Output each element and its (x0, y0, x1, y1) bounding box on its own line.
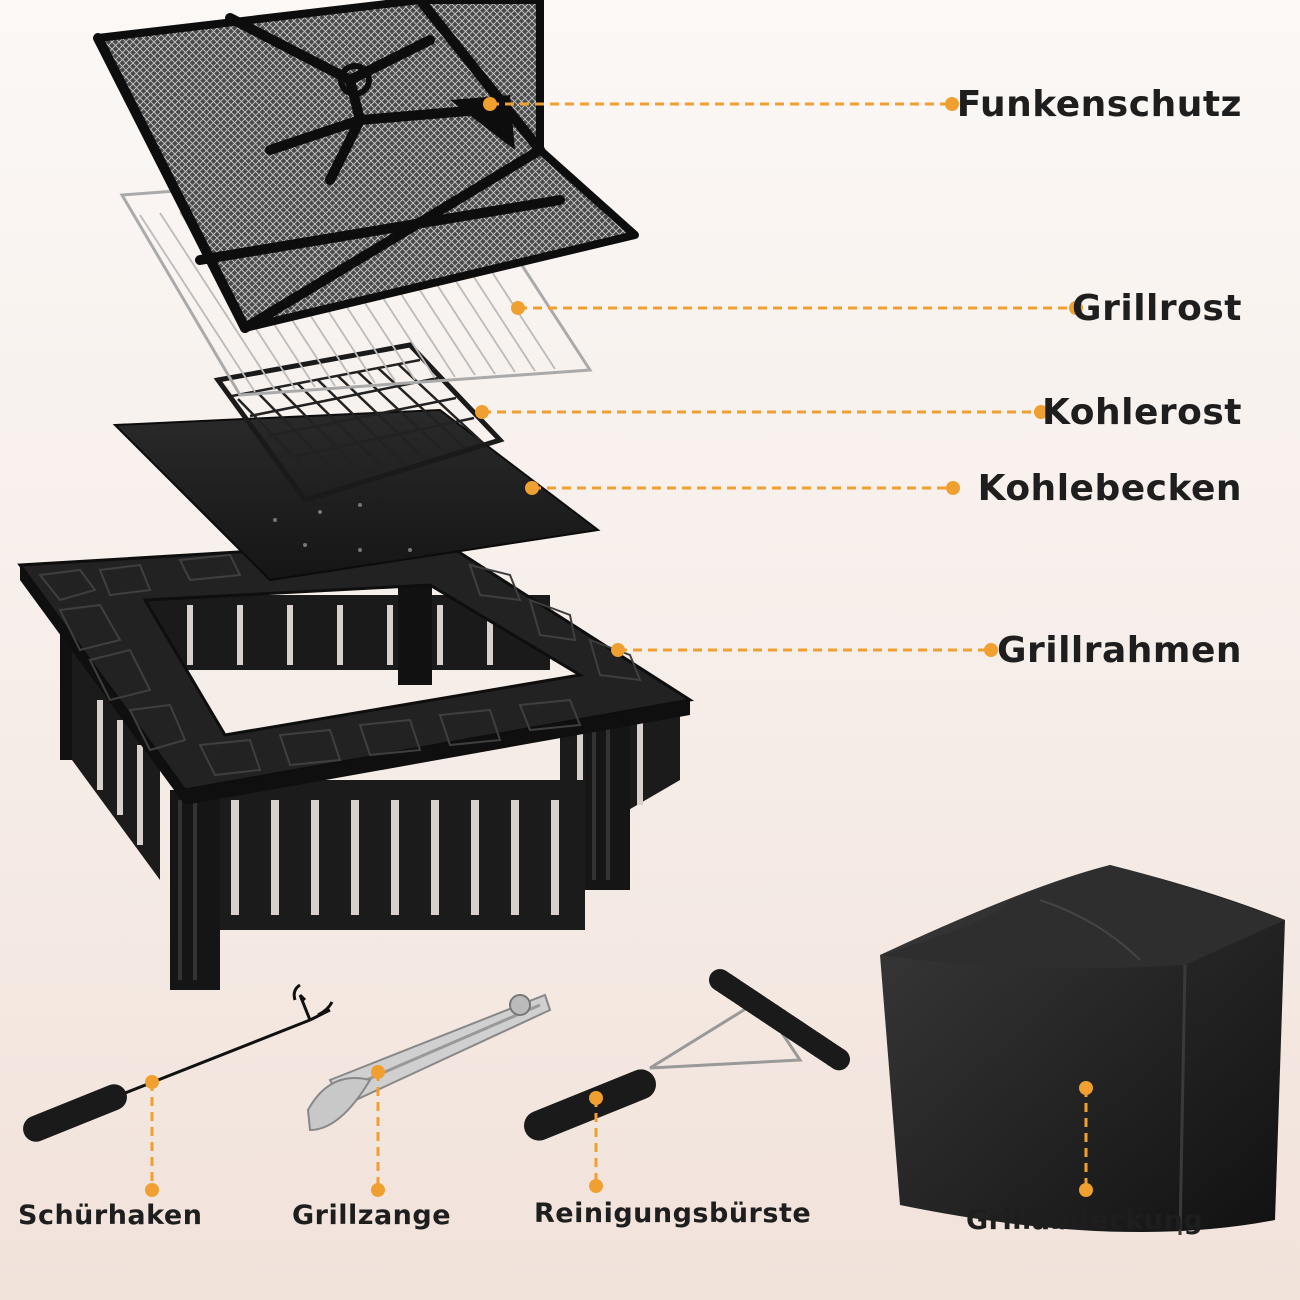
grill-tongs (306, 993, 552, 1132)
label-kohlerost: Kohlerost (1041, 392, 1242, 433)
callouts-right (482, 102, 1075, 652)
label-funkenschutz: Funkenschutz (956, 84, 1242, 125)
cleaning-brush (524, 969, 851, 1141)
label-grillrost: Grillrost (1072, 288, 1242, 329)
poker-tool (23, 983, 334, 1142)
label-grillzange: Grillzange (292, 1200, 452, 1231)
label-grillabdeckung: Grillabdeckung (966, 1205, 1204, 1236)
grill-frame (17, 538, 695, 990)
label-reinigungsbuerste: Reinigungsbürste (534, 1198, 812, 1229)
label-schuerhaken: Schürhaken (18, 1200, 203, 1231)
label-kohlebecken: Kohlebecken (977, 468, 1242, 509)
callouts-bottom (150, 1072, 1088, 1190)
callout-dots-bottom (145, 1065, 1093, 1197)
spark-screen (93, 0, 639, 333)
grill-cover (880, 865, 1285, 1236)
callout-dots-right (475, 97, 1083, 657)
coal-basin (112, 408, 601, 582)
label-grillrahmen: Grillrahmen (996, 630, 1242, 671)
